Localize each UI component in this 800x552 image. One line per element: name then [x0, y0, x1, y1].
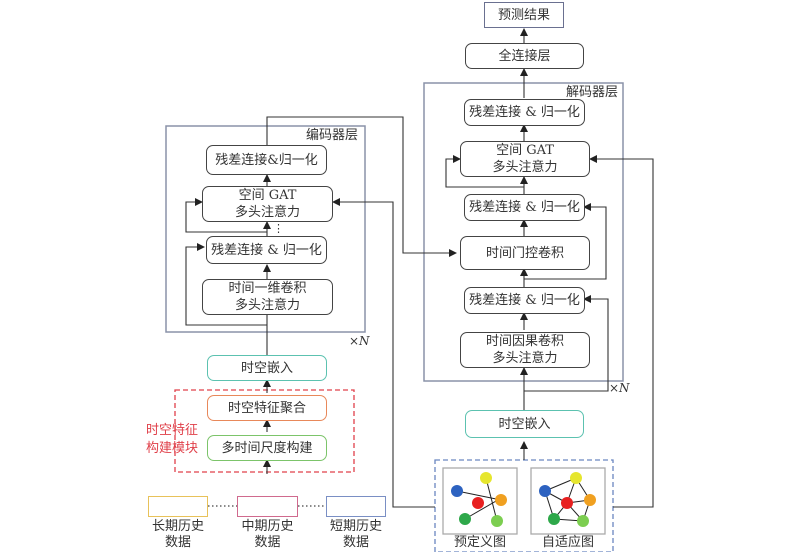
- predefined-node-green: [459, 513, 471, 525]
- decoder-residual-norm-bottom: 残差连接 & 归一化: [464, 287, 585, 314]
- long-term-history-label: 长期历史数据: [151, 519, 204, 550]
- encoder-title: 编码器层: [306, 128, 359, 143]
- temporal-gated-conv: 时间门控卷积: [460, 236, 590, 270]
- long-term-history-box: [148, 496, 208, 517]
- adaptive-node-green: [548, 513, 560, 525]
- mid-term-history-label: 中期历史数据: [241, 519, 294, 550]
- encoder-frame: [165, 125, 366, 333]
- spatiotemporal-feature-aggregation: 时空特征聚合: [207, 395, 327, 421]
- encoder-temporal-conv-attention: 时间一维卷积多头注意力: [202, 279, 333, 315]
- predefined-node-red: [472, 497, 484, 509]
- spatiotemporal-embedding-right: 时空嵌入: [465, 410, 584, 438]
- decoder-title: 解码器层: [566, 85, 619, 100]
- decoder-residual-norm-top: 残差连接 & 归一化: [464, 99, 585, 126]
- spatiotemporal-embedding-left: 时空嵌入: [207, 355, 327, 381]
- encoder-residual-norm-top: 残差连接&归一化: [206, 145, 327, 175]
- short-term-history-label: 短期历史数据: [329, 519, 382, 550]
- feature-module-title: 时空特征构建模块: [146, 423, 199, 456]
- encoder-stack-ellipsis: ⋮: [273, 222, 284, 235]
- short-term-history-box: [326, 496, 386, 517]
- feature-module-frame: [174, 389, 355, 473]
- decoder-residual-norm-mid: 残差连接 & 归一化: [464, 194, 585, 221]
- adaptive-node-yellow: [570, 472, 582, 484]
- decoder-repeat-label: ×N: [609, 381, 630, 395]
- predefined-node-yellow: [480, 472, 492, 484]
- adaptive-node-red: [561, 497, 573, 509]
- adaptive-node-blue: [539, 485, 551, 497]
- encoder-repeat-label: ×N: [349, 334, 370, 348]
- predefined-node-orange: [495, 494, 507, 506]
- encoder-residual-norm-bottom: 残差连接 & 归一化: [206, 236, 327, 264]
- multi-timescale-construction: 多时间尺度构建: [207, 435, 327, 461]
- adaptive-node-orange: [584, 494, 596, 506]
- prediction-result: 预测结果: [484, 2, 564, 28]
- fully-connected-layer: 全连接层: [465, 43, 584, 69]
- predefined-graph-label: 预定义图: [453, 535, 506, 550]
- predefined-node-lightgreen: [491, 515, 503, 527]
- adaptive-graph-label: 自适应图: [541, 535, 594, 550]
- temporal-causal-conv-attention: 时间因果卷积多头注意力: [460, 332, 590, 368]
- mid-term-history-box: [237, 496, 298, 517]
- predefined-node-blue: [451, 485, 463, 497]
- adaptive-node-lightgreen: [577, 515, 589, 527]
